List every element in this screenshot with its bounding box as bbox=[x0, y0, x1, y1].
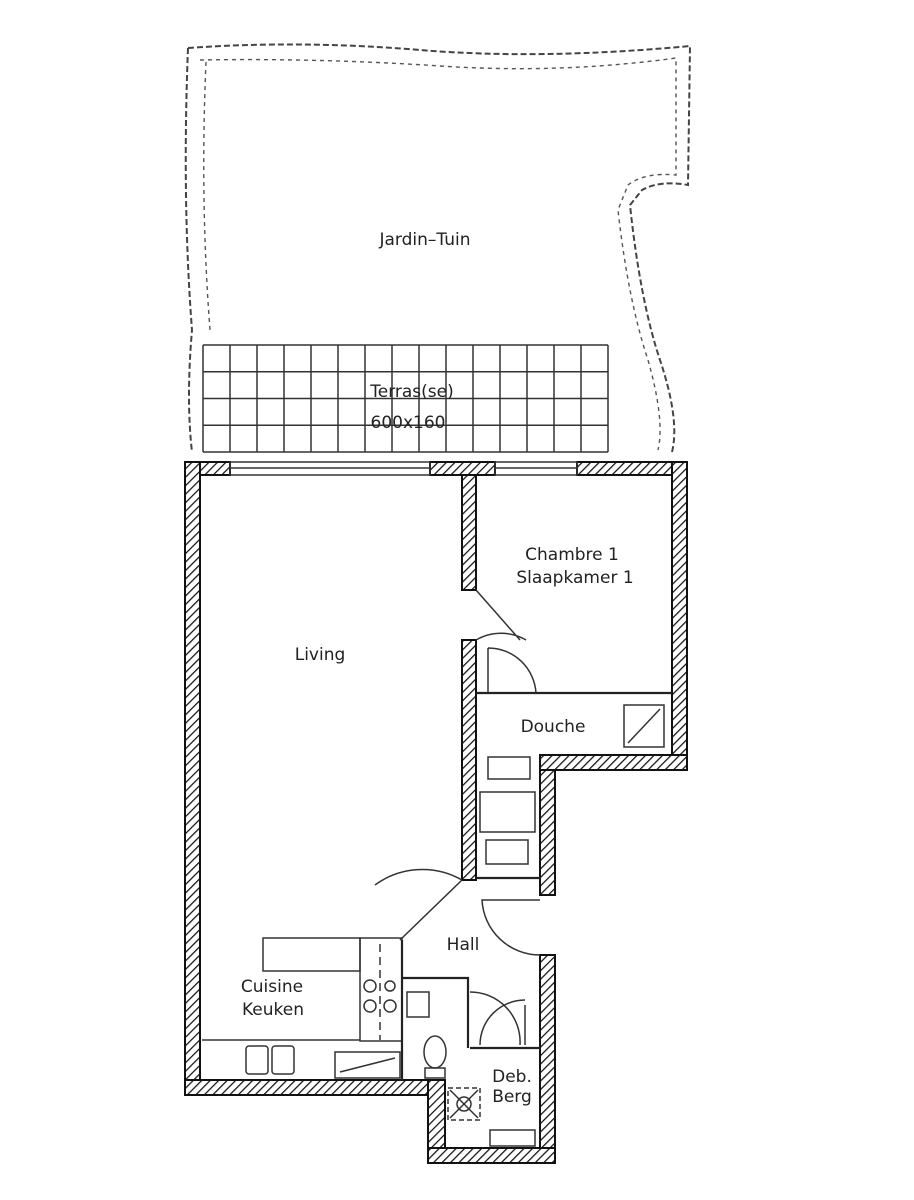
shower-door[interactable] bbox=[487, 647, 537, 694]
bedroom-door[interactable] bbox=[475, 589, 527, 641]
sink-icon bbox=[487, 756, 531, 780]
shower-tray-icon bbox=[623, 704, 665, 748]
storage-label-nl: Berg bbox=[492, 1087, 532, 1107]
shower-label: Douche bbox=[521, 717, 586, 737]
storage-label-fr: Deb. bbox=[492, 1067, 532, 1087]
boiler-icon bbox=[447, 1087, 481, 1121]
kitchen-units bbox=[202, 937, 470, 1080]
washbasin-icon bbox=[485, 839, 529, 865]
kitchen-label-nl: Keuken bbox=[242, 1000, 304, 1020]
terrace-size-label: 600x160 bbox=[371, 413, 446, 433]
hall-door[interactable] bbox=[481, 899, 541, 956]
bedroom-label-fr: Chambre 1 bbox=[525, 545, 619, 565]
kitchen-label-fr: Cuisine bbox=[241, 977, 303, 997]
living-label: Living bbox=[295, 645, 346, 665]
hall-label: Hall bbox=[447, 935, 480, 955]
terrace-label: Terras(se) bbox=[369, 382, 454, 402]
garden-label: Jardin–Tuin bbox=[379, 230, 471, 250]
storage-stairs bbox=[489, 1129, 536, 1147]
terrace-tiles bbox=[202, 344, 609, 453]
walls bbox=[184, 461, 688, 1164]
living-door[interactable] bbox=[374, 868, 463, 941]
garden-hedge bbox=[184, 43, 692, 453]
bedroom-label-nl: Slaapkamer 1 bbox=[516, 568, 633, 588]
windows bbox=[229, 461, 578, 476]
wc-storage-doors[interactable] bbox=[469, 991, 526, 1046]
washer-icon bbox=[479, 791, 536, 833]
